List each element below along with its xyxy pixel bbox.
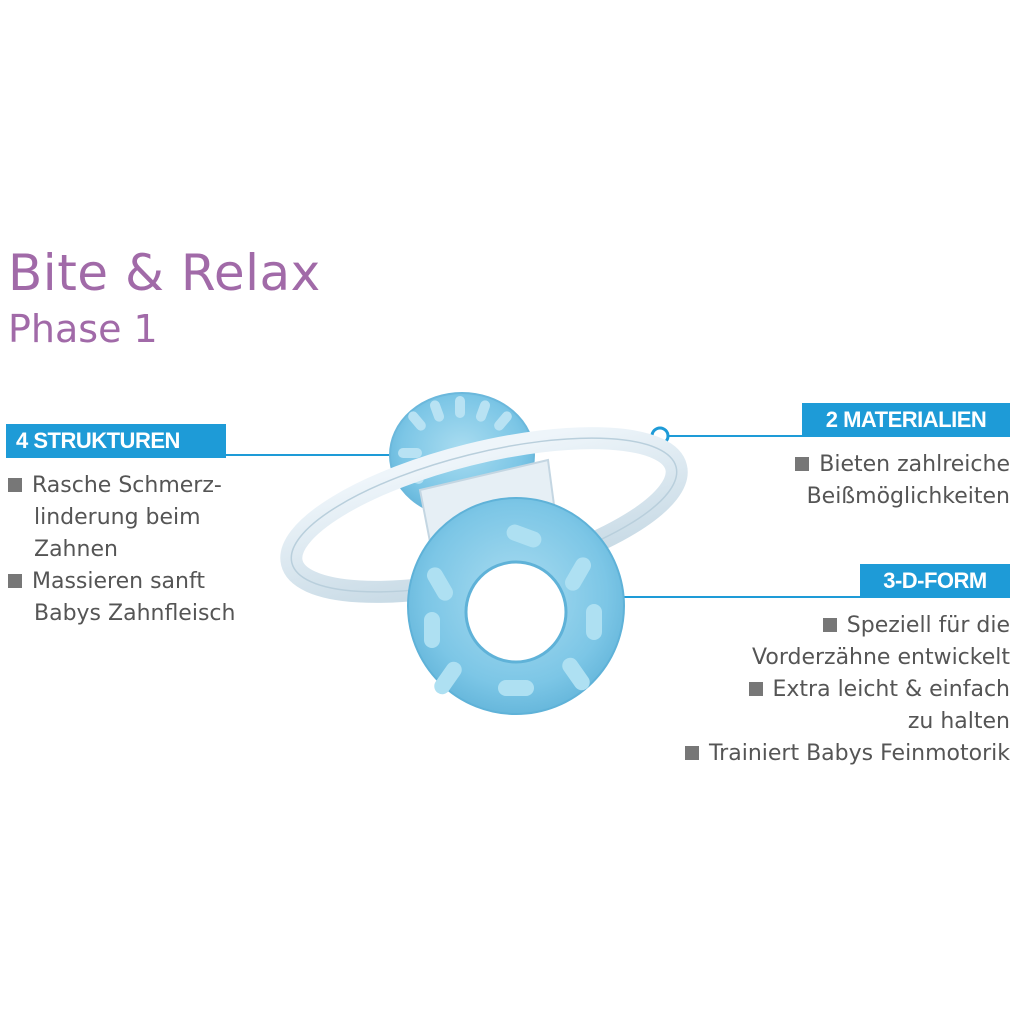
page-subtitle: Phase 1 [8,307,158,351]
list-item: Massieren sanft [8,566,235,598]
list-item: Rasche Schmerz- [8,470,235,502]
list-item-continuation: Beißmöglichkeiten [806,484,1010,509]
page-title: Bite & Relax [8,244,321,302]
badge-2-materialien: 2 MATERIALIEN [802,403,1010,437]
bullet-square-icon [8,478,22,492]
list-item-continuation: Zahnen [34,537,118,562]
list-item-continuation: zu halten [907,709,1010,734]
list-item-continuation: Vorderzähne entwickelt [752,645,1010,670]
list-item: Extra leicht & einfach [685,674,1010,706]
list-item: Bieten zahlreiche [795,449,1010,481]
feature-text-right-mid: Speziell für die Vorderzähne entwickelt … [684,610,1010,770]
bullet-square-icon [8,574,22,588]
feature-text-right-top: Bieten zahlreiche Beißmöglichkeiten [795,449,1010,513]
bullet-square-icon [748,682,763,696]
badge-4-strukturen: 4 STRUKTUREN [6,424,226,458]
badge-3d-form: 3-D-FORM [860,564,1010,598]
list-item: Trainiert Babys Feinmotorik [684,738,1010,770]
list-item-continuation: linderung beim [34,505,201,530]
bullet-square-icon [795,457,810,471]
bullet-square-icon [684,746,699,760]
bullet-square-icon [822,618,837,632]
list-item: Speziell für die [685,610,1010,642]
teether-bottom-ring [407,497,625,715]
feature-text-left: Rasche Schmerz- linderung beim Zahnen Ma… [8,470,235,630]
list-item-continuation: Babys Zahnfleisch [34,601,236,626]
